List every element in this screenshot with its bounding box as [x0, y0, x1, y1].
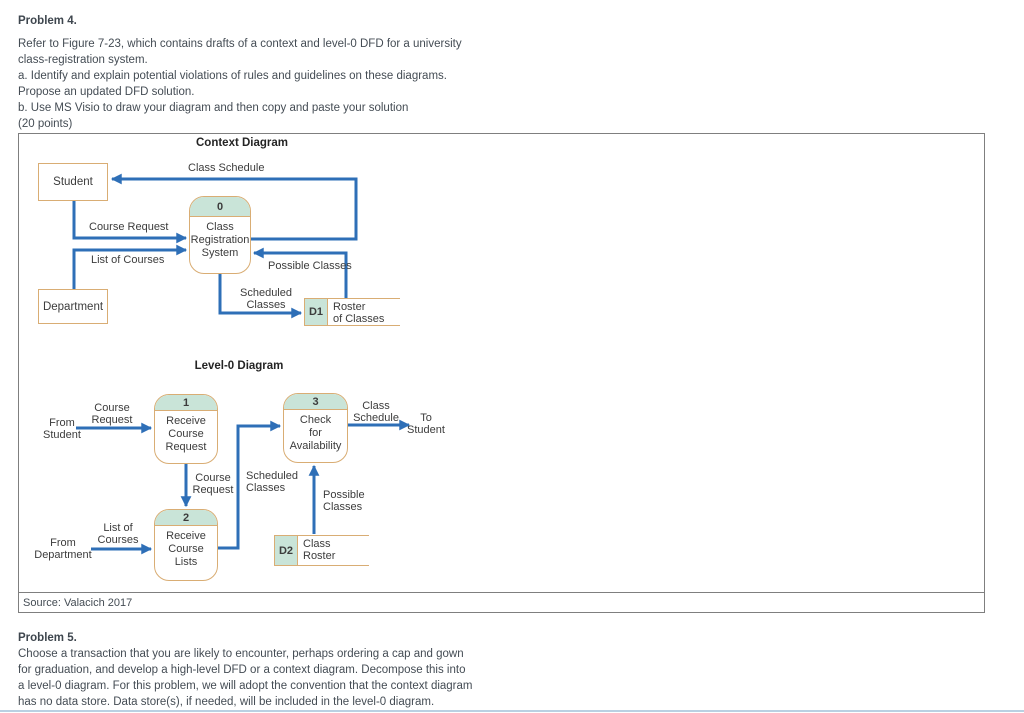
sink-label-to-student: To Student	[407, 412, 445, 436]
process-2-label: Receive Course Lists	[166, 530, 206, 568]
flow-label-course-request-in: Course Request	[91, 402, 133, 426]
datastore-d1-label: Roster of Classes	[333, 301, 385, 325]
entity-department: Department	[38, 289, 108, 324]
flow-label-possible-classes-ctx: Possible Classes	[268, 260, 352, 272]
entity-department-label: Department	[42, 300, 104, 313]
process-3-label: Check for Availability	[289, 414, 342, 452]
flow-label-scheduled-classes-ctx: Scheduled Classes	[240, 287, 292, 311]
process-3-check-for-availability: 3 Check for Availability	[283, 393, 348, 463]
process-1-label: Receive Course Request	[165, 415, 207, 453]
flow-label-class-schedule-ctx: Class Schedule	[188, 162, 265, 174]
flow-course-request-ctx	[72, 201, 188, 244]
entity-student: Student	[38, 163, 108, 201]
flow-label-scheduled-classes-l0: Scheduled Classes	[246, 470, 298, 494]
level0-diagram-title: Level-0 Diagram	[194, 360, 284, 372]
process-1-receive-course-request: 1 Receive Course Request	[154, 394, 218, 464]
figure-source-text: Source: Valacich 2017	[23, 596, 133, 609]
flow-label-list-of-courses-ctx: List of Courses	[91, 254, 165, 266]
flow-possible-classes-ctx	[252, 247, 348, 298]
process-0-number: 0	[190, 197, 250, 217]
flow-scheduled-classes-ctx	[218, 274, 303, 319]
source-label-from-student: From Student	[43, 417, 81, 441]
page-bottom-divider	[0, 710, 1024, 712]
problem-4-body: Refer to Figure 7-23, which contains dra…	[18, 38, 462, 130]
process-2-receive-course-lists: 2 Receive Course Lists	[154, 509, 218, 581]
process-0-label: Class Registration System	[190, 221, 250, 259]
process-3-number: 3	[284, 394, 347, 410]
datastore-d2-class-roster: D2 Class Roster	[274, 535, 369, 566]
flow-scheduled-classes-p2-p3	[218, 420, 282, 550]
source-label-from-department: From Department	[34, 537, 92, 561]
process-2-number: 2	[155, 510, 217, 526]
datastore-d2-label: Class Roster	[303, 538, 336, 562]
flow-label-class-schedule-l0: Class Schedule	[353, 400, 399, 424]
entity-student-label: Student	[53, 176, 93, 188]
context-diagram-title: Context Diagram	[195, 137, 289, 149]
flow-class-schedule-ctx	[110, 173, 358, 241]
process-1-number: 1	[155, 395, 217, 411]
datastore-d1-id: D1	[305, 299, 328, 325]
problem-4-title: Problem 4.	[18, 15, 77, 27]
datastore-d1-roster-of-classes: D1 Roster of Classes	[304, 298, 400, 326]
problem-5-title: Problem 5.	[18, 632, 77, 644]
figure-source-strip: Source: Valacich 2017	[19, 592, 984, 612]
flow-list-of-courses-ctx	[72, 244, 188, 289]
process-0-class-registration-system: 0 Class Registration System	[189, 196, 251, 274]
flow-label-course-request-ctx: Course Request	[89, 221, 169, 233]
flow-label-course-request-mid: Course Request	[192, 472, 234, 496]
problem-5-body: Choose a transaction that you are likely…	[18, 648, 473, 708]
flow-label-possible-classes-l0: Possible Classes	[323, 489, 365, 513]
figure-7-23: Context Diagram Student Department 0 Cla…	[18, 133, 985, 613]
dfd-flow-lines	[72, 173, 411, 555]
flow-label-list-of-courses-l0: List of Courses	[97, 522, 139, 546]
datastore-d2-id: D2	[275, 536, 298, 565]
